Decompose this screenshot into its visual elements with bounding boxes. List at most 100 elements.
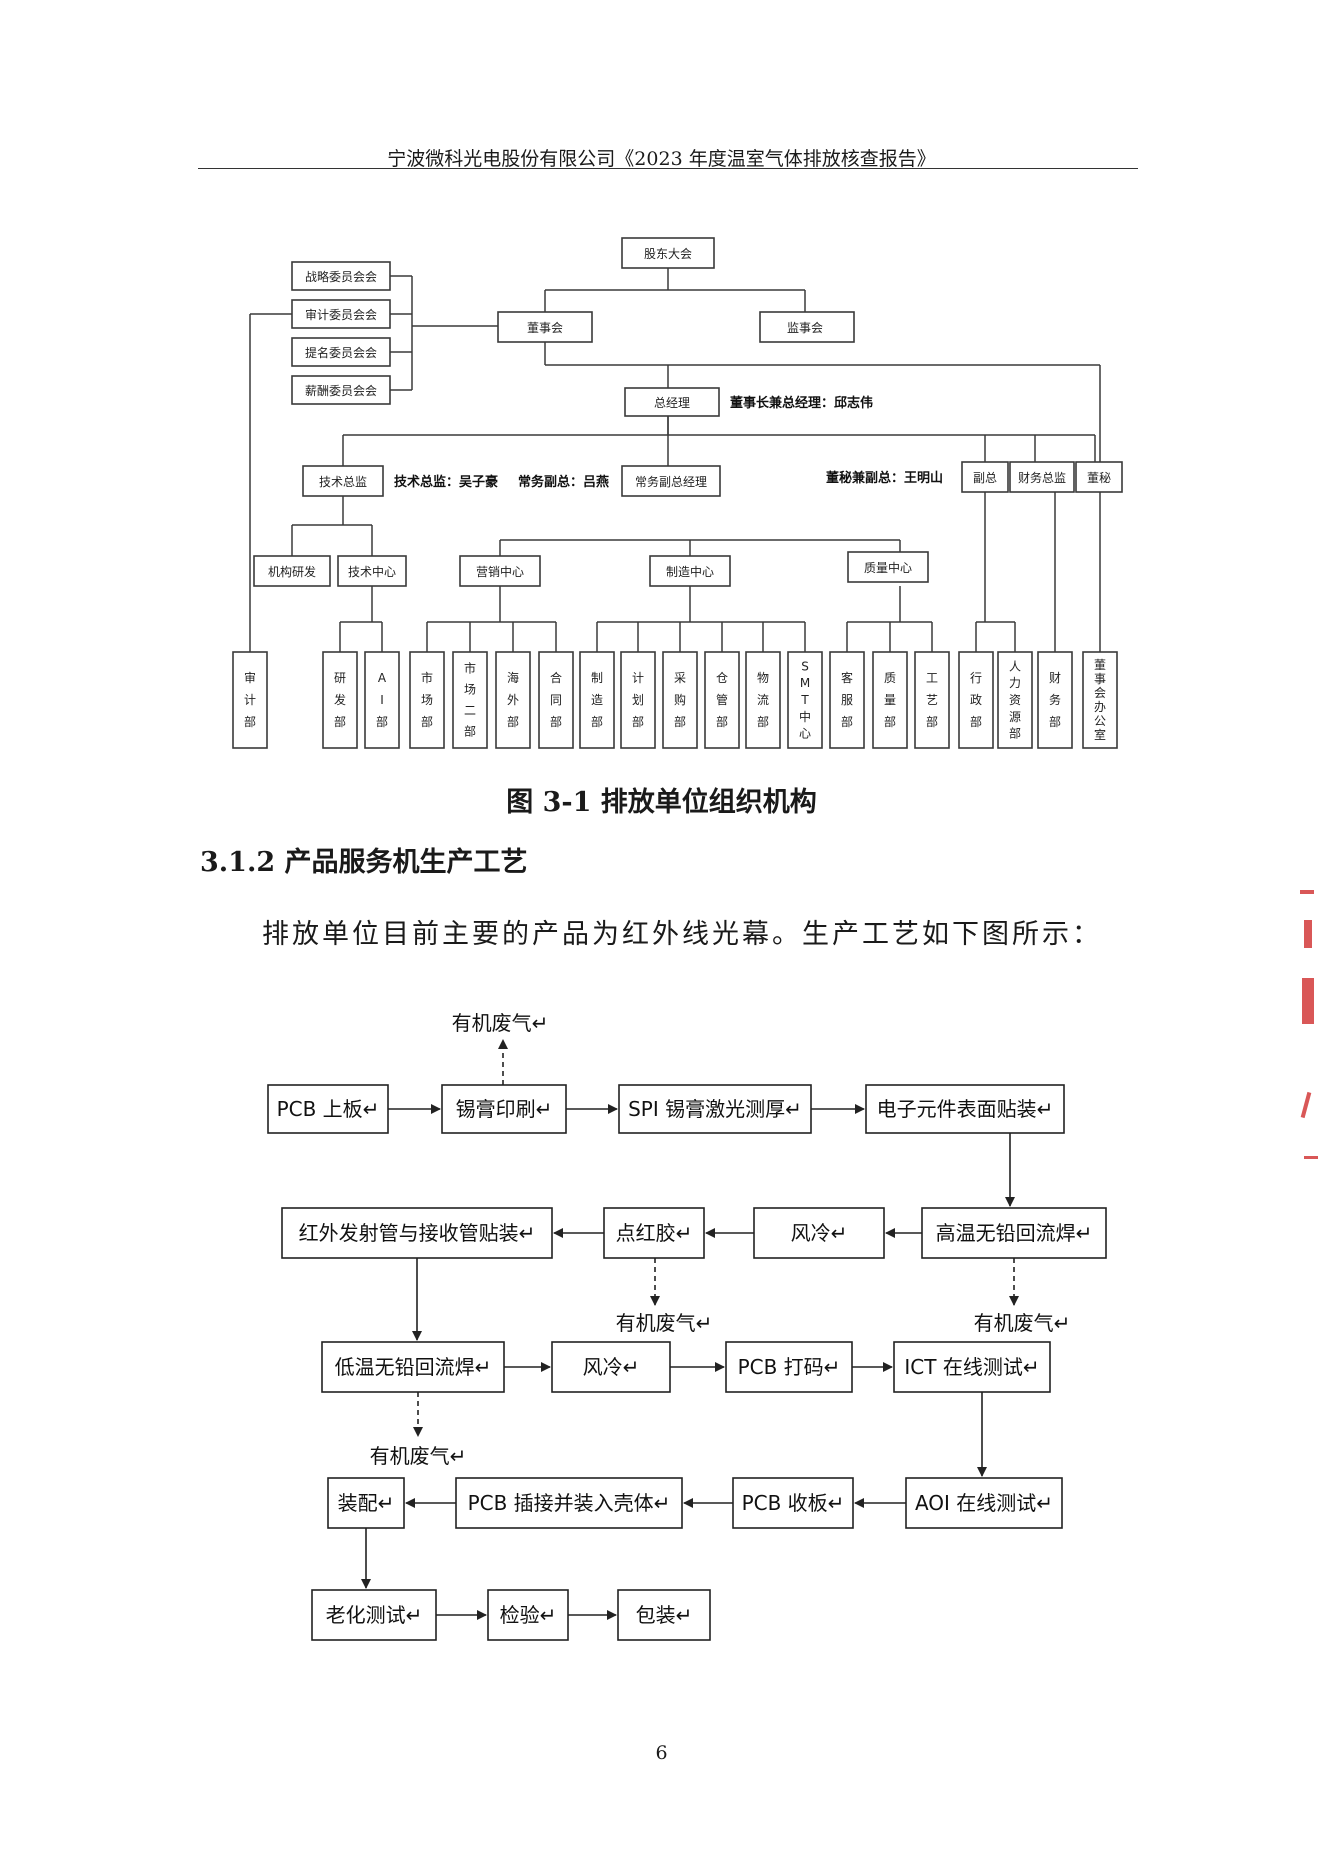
org-dept: 研发部 <box>322 651 358 749</box>
flow-step: 锡膏印刷↵ <box>441 1084 567 1134</box>
cto-note: 技术总监：吴子豪 <box>394 474 498 490</box>
flow-step-label: 低温无铅回流焊↵ <box>335 1355 492 1379</box>
flow-step: 电子元件表面贴装↵ <box>865 1084 1065 1134</box>
flow-step: 风冷↵ <box>753 1207 885 1259</box>
seal-fragment <box>1304 920 1312 948</box>
org-label: 副总 <box>973 471 997 485</box>
body-paragraph: 排放单位目前主要的产品为红外线光幕。生产工艺如下图所示： <box>262 919 1102 950</box>
org-label: 总经理 <box>654 396 690 410</box>
org-label: 营销中心 <box>476 564 524 579</box>
flow-step: 检验↵ <box>487 1589 569 1641</box>
running-header: 宁波微科光电股份有限公司《2023 年度温室气体排放核查报告》 <box>387 148 936 170</box>
org-dept: 质量部 <box>872 651 908 749</box>
org-dept: 计划部 <box>620 651 656 749</box>
flow-step-label: PCB 打码↵ <box>738 1355 841 1379</box>
org-dept-label: 质量部 <box>884 671 896 729</box>
org-connectors <box>249 268 1101 652</box>
flow-step: 老化测试↵ <box>311 1589 437 1641</box>
org-committee: 薪酬委员会会 <box>291 375 391 405</box>
org-label: 制造中心 <box>666 564 714 579</box>
flow-step-label: AOI 在线测试↵ <box>915 1491 1053 1515</box>
org-box-vp: 副总 <box>961 461 1009 493</box>
org-committee: 战略委员会会 <box>291 261 391 291</box>
org-box-shareholders: 股东大会 <box>621 237 715 269</box>
flow-step: 低温无铅回流焊↵ <box>321 1341 505 1393</box>
vp-note: 董秘兼副总：王明山 <box>826 470 943 486</box>
flow-step-label: 点红胶↵ <box>616 1221 693 1245</box>
org-center: 营销中心 <box>459 555 541 587</box>
org-label: 董事会 <box>527 321 563 335</box>
org-box-evp: 常务副总经理 <box>621 465 721 497</box>
seal-fragment <box>1300 1091 1312 1119</box>
flow-step: PCB 上板↵ <box>267 1084 389 1134</box>
org-label: 机构研发 <box>268 564 316 579</box>
org-dept: 市场部 <box>409 651 445 749</box>
org-dept-label: 制造部 <box>591 671 603 729</box>
flow-step-label: 检验↵ <box>500 1603 557 1627</box>
org-dept-label: 市场二部 <box>464 661 476 739</box>
org-dept: 物流部 <box>745 651 781 749</box>
org-label: 薪酬委员会会 <box>305 384 377 398</box>
flow-step-label: 风冷↵ <box>583 1355 640 1379</box>
org-dept-label: 海外部 <box>507 670 519 729</box>
org-center: 制造中心 <box>649 555 731 587</box>
flow-step: 装配↵ <box>327 1477 405 1529</box>
flow-step: 点红胶↵ <box>603 1207 705 1259</box>
org-dept: 行政部 <box>958 651 994 749</box>
header-rule <box>198 168 1138 169</box>
org-dept: 审计部 <box>232 651 268 749</box>
org-dept: 客服部 <box>829 651 865 749</box>
emission-label: 有机废气↵ <box>452 1011 549 1035</box>
org-label: 技术总监 <box>319 475 367 489</box>
emission-label: 有机废气↵ <box>974 1311 1071 1335</box>
org-box-cfo: 财务总监 <box>1009 461 1075 493</box>
flow-step-label: 高温无铅回流焊↵ <box>936 1221 1093 1245</box>
org-dept-label: 研发部 <box>334 671 346 729</box>
org-committee: 审计委员会会 <box>291 299 391 329</box>
org-dept-label: 人力资源部 <box>1009 659 1021 740</box>
flow-step-label: 老化测试↵ <box>326 1603 423 1627</box>
seal-fragment <box>1302 978 1314 1024</box>
flow-step-label: PCB 插接并装入壳体↵ <box>468 1491 671 1515</box>
org-dept: 采购部 <box>662 651 698 749</box>
org-box-gm: 总经理 <box>624 387 720 417</box>
evp-note: 常务副总：吕燕 <box>518 474 609 490</box>
flow-step-label: 红外发射管与接收管贴装↵ <box>299 1221 536 1245</box>
org-dept-label: 财务部 <box>1049 671 1061 729</box>
flow-step: 风冷↵ <box>551 1341 671 1393</box>
org-dept: 工艺部 <box>914 651 950 749</box>
flow-step: PCB 收板↵ <box>732 1477 854 1529</box>
org-dept-label: 审计部 <box>244 670 256 729</box>
org-label: 技术中心 <box>348 564 396 579</box>
org-dept-label: 采购部 <box>674 671 686 729</box>
flow-step-label: 装配↵ <box>338 1491 395 1515</box>
flow-step: 红外发射管与接收管贴装↵ <box>281 1207 553 1259</box>
org-dept-label: 物流部 <box>757 671 769 729</box>
org-dept-label: 计划部 <box>632 671 644 729</box>
org-label: 提名委员会会 <box>305 345 377 360</box>
org-center: 机构研发 <box>253 555 331 587</box>
org-dept-label: 客服部 <box>841 670 853 729</box>
flow-step-label: 包装↵ <box>636 1603 693 1627</box>
flow-step: PCB 打码↵ <box>725 1341 853 1393</box>
flow-step-label: SPI 锡膏激光测厚↵ <box>628 1097 802 1121</box>
org-center: 质量中心 <box>847 551 929 583</box>
org-dept-label: 董事会办公室 <box>1094 658 1106 742</box>
flow-step: 高温无铅回流焊↵ <box>921 1207 1107 1259</box>
org-dept: 制造部 <box>579 651 615 749</box>
flow-step-label: 锡膏印刷↵ <box>456 1097 553 1121</box>
flow-step: SPI 锡膏激光测厚↵ <box>618 1084 812 1134</box>
flow-step-label: PCB 上板↵ <box>277 1097 380 1121</box>
seal-fragment <box>1300 890 1314 894</box>
section-heading: 3.1.2 产品服务机生产工艺 <box>200 847 528 878</box>
flow-step-label: PCB 收板↵ <box>742 1491 845 1515</box>
org-committee: 提名委员会会 <box>291 337 391 367</box>
flow-step-label: 风冷↵ <box>791 1221 848 1245</box>
org-dept: 人力资源部 <box>997 651 1033 749</box>
flow-step-label: ICT 在线测试↵ <box>904 1355 1039 1379</box>
org-dept-label: 工艺部 <box>926 671 938 729</box>
org-box-cto: 技术总监 <box>302 465 384 497</box>
